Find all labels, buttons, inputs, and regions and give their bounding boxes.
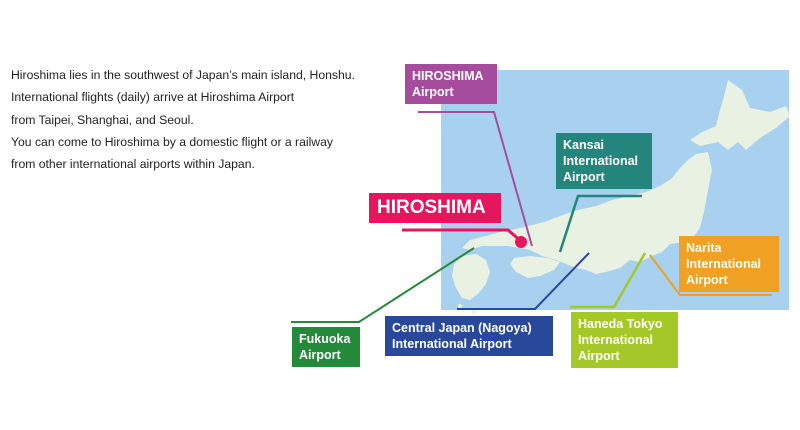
label-line: Airport — [563, 170, 605, 184]
label-line: Central Japan (Nagoya) — [392, 321, 532, 335]
leader-narita — [649, 254, 772, 296]
label-line: Airport — [578, 349, 620, 363]
leader-nagoya — [457, 252, 590, 310]
label-line: International — [563, 154, 639, 168]
label-line: HIROSHIMA — [377, 197, 486, 218]
label-line: HIROSHIMA — [412, 69, 484, 83]
label-line: International — [578, 333, 654, 347]
leader-kansai — [558, 194, 642, 253]
intro-text: Hiroshima lies in the southwest of Japan… — [11, 64, 401, 175]
intro-line: Hiroshima lies in the southwest of Japan… — [11, 68, 355, 82]
leader-fukuoka — [291, 247, 475, 323]
label-nagoya-airport: Central Japan (Nagoya) International Air… — [385, 316, 553, 356]
label-line: Airport — [686, 273, 728, 287]
label-kansai-airport: Kansai International Airport — [556, 133, 652, 189]
intro-line: International flights (daily) arrive at … — [11, 90, 295, 105]
label-line: Airport — [412, 85, 454, 99]
intro-line: from other international airports within… — [11, 157, 255, 172]
hiroshima-city-marker — [515, 236, 527, 248]
label-line: Fukuoka — [299, 332, 351, 346]
label-line: Narita — [686, 241, 722, 255]
leader-haneda — [570, 252, 647, 309]
label-fukuoka-airport: Fukuoka Airport — [292, 327, 360, 367]
intro-line: from Taipei, Shanghai, and Seoul. — [11, 112, 194, 127]
label-line: Airport — [299, 348, 341, 362]
label-line: International Airport — [392, 337, 512, 351]
intro-line: You can come to Hiroshima by a domestic … — [11, 134, 333, 149]
label-hiroshima-city: HIROSHIMA — [369, 193, 501, 223]
label-line: International — [686, 257, 762, 271]
leader-hiroshima-airport — [418, 111, 533, 247]
label-haneda-airport: Haneda Tokyo International Airport — [571, 312, 678, 368]
label-line: Kansai — [563, 138, 604, 152]
label-line: Haneda Tokyo — [578, 317, 663, 331]
label-narita-airport: Narita International Airport — [679, 236, 779, 292]
label-hiroshima-airport: HIROSHIMA Airport — [405, 64, 497, 104]
